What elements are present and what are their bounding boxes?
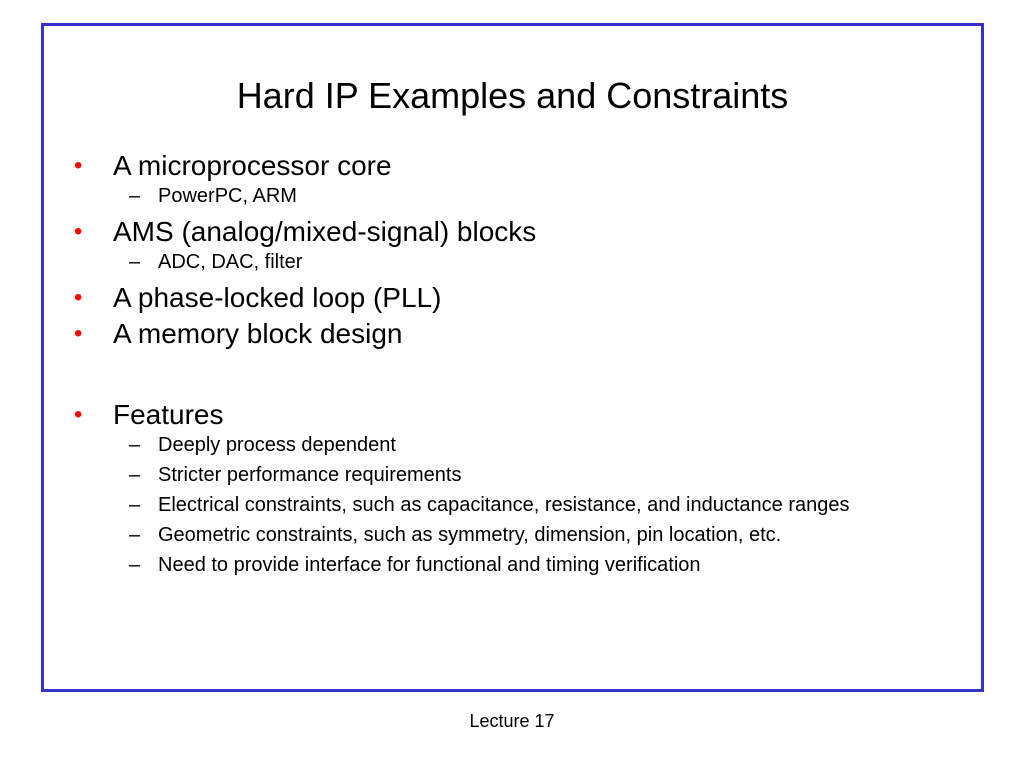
bullet-item: • A microprocessor core – PowerPC, ARM: [74, 148, 964, 208]
sub-item: – Deeply process dependent: [113, 433, 964, 457]
bullet-item: • Features – Deeply process dependent – …: [74, 397, 964, 577]
sub-item-text: PowerPC, ARM: [158, 185, 297, 207]
bullet-text: A memory block design: [113, 318, 403, 349]
sub-marker: –: [129, 554, 141, 576]
sub-item-text: Geometric constraints, such as symmetry,…: [158, 524, 782, 546]
slide-frame: Hard IP Examples and Constraints • A mic…: [41, 23, 984, 692]
sub-marker: –: [129, 251, 141, 273]
sub-item: – Need to provide interface for function…: [113, 553, 964, 577]
bullet-spacer: [74, 352, 964, 397]
bullet-text: A microprocessor core: [113, 150, 392, 181]
sub-item-text: Deeply process dependent: [158, 434, 396, 456]
bullet-marker: •: [74, 284, 83, 311]
sub-marker: –: [129, 464, 141, 486]
bullet-text: A phase-locked loop (PLL): [113, 282, 442, 313]
sub-list: – PowerPC, ARM: [113, 184, 964, 208]
sub-item-text: Stricter performance requirements: [158, 464, 462, 486]
bullet-marker: •: [74, 152, 83, 179]
sub-marker: –: [129, 434, 141, 456]
sub-list: – ADC, DAC, filter: [113, 250, 964, 274]
sub-item: – Geometric constraints, such as symmetr…: [113, 523, 964, 547]
sub-item: – Stricter performance requirements: [113, 463, 964, 487]
slide-footer: Lecture 17: [469, 711, 555, 731]
bullet-text: AMS (analog/mixed-signal) blocks: [113, 216, 537, 247]
slide-title: Hard IP Examples and Constraints: [236, 75, 789, 116]
bullet-text: Features: [113, 399, 224, 430]
bullet-list: • A microprocessor core – PowerPC, ARM •…: [74, 148, 964, 583]
bullet-item: • A memory block design: [74, 316, 964, 352]
bullet-item: • A phase-locked loop (PLL): [74, 280, 964, 316]
sub-item-text: ADC, DAC, filter: [158, 251, 303, 273]
bullet-marker: •: [74, 218, 83, 245]
sub-item-text: Electrical constraints, such as capacita…: [158, 494, 850, 516]
sub-marker: –: [129, 185, 141, 207]
sub-item: – PowerPC, ARM: [113, 184, 964, 208]
bullet-item: • AMS (analog/mixed-signal) blocks – ADC…: [74, 214, 964, 274]
sub-list: – Deeply process dependent – Stricter pe…: [113, 433, 964, 577]
sub-marker: –: [129, 524, 141, 546]
sub-marker: –: [129, 494, 141, 516]
sub-item: – Electrical constraints, such as capaci…: [113, 493, 964, 517]
sub-item: – ADC, DAC, filter: [113, 250, 964, 274]
bullet-marker: •: [74, 401, 83, 428]
bullet-marker: •: [74, 320, 83, 347]
sub-item-text: Need to provide interface for functional…: [158, 554, 701, 576]
